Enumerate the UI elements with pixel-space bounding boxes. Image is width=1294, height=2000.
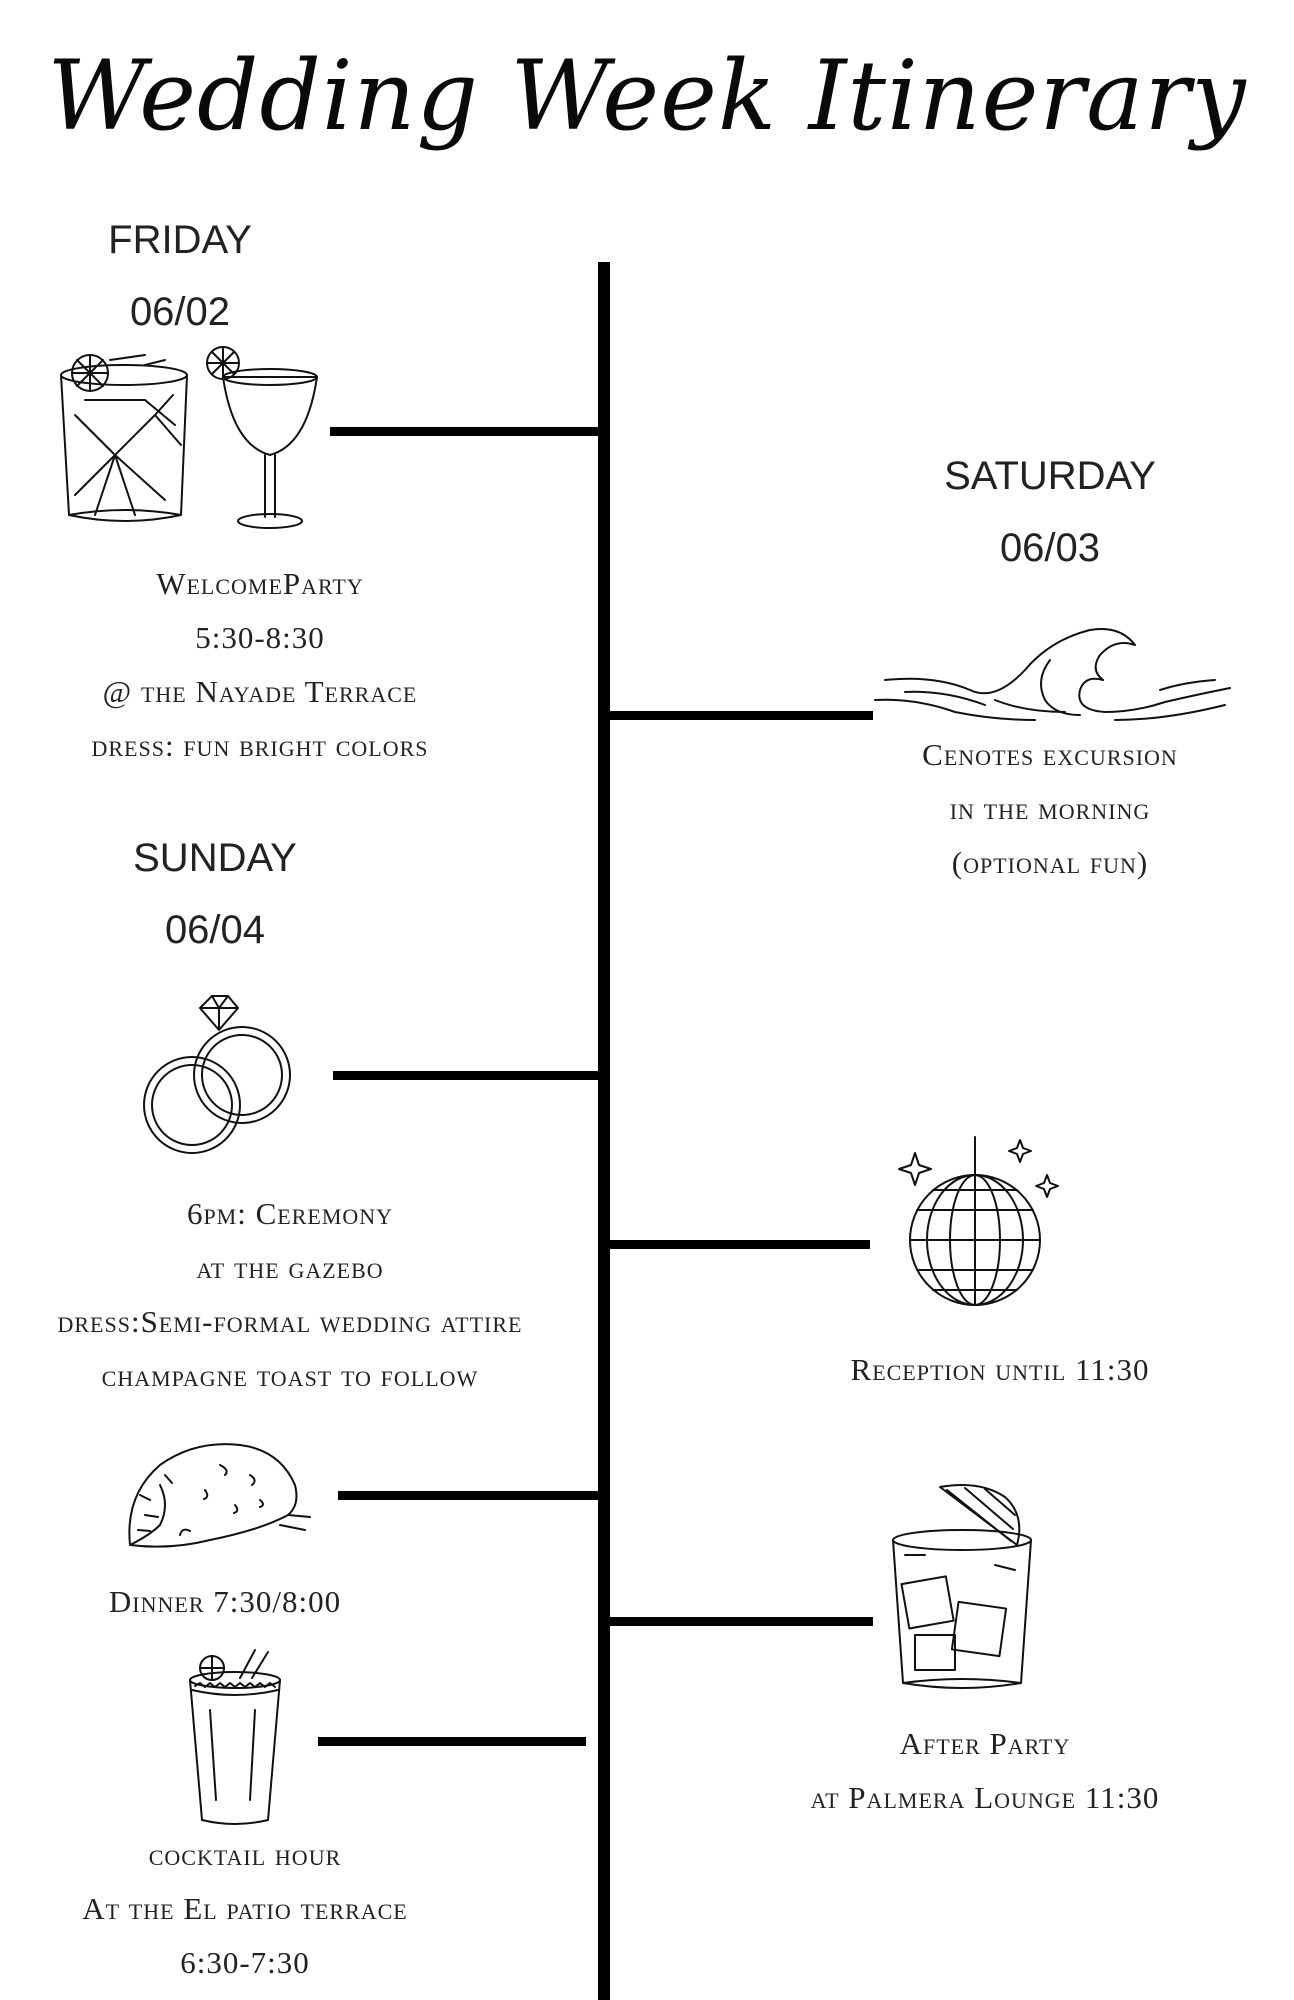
afterparty-event-block: After Party at Palmera Lounge 11:30 <box>770 1717 1200 1825</box>
cocktail-line-3: 6:30-7:30 <box>180 1945 310 1980</box>
saturday-event-block: Cenotes excursion in the morning (option… <box>830 728 1270 890</box>
ceremony-line-3: dress:Semi-formal wedding attire <box>57 1304 523 1339</box>
friday-event-block: WelcomeParty 5:30-8:30 @ the Nayade Terr… <box>30 557 490 773</box>
timeline-branch-reception <box>608 1240 870 1249</box>
sunday-date-label: 06/04 <box>164 908 266 952</box>
timeline-branch-friday <box>330 427 600 436</box>
timeline-branch-ceremony <box>333 1071 600 1080</box>
sunday-heading: SUNDAY 06/04 <box>95 822 335 966</box>
disco-ball-icon <box>898 1136 1059 1306</box>
saturday-date-label: 06/03 <box>999 526 1101 570</box>
timeline-branch-dinner <box>338 1491 600 1500</box>
friday-event-line-4: dress: fun bright colors <box>91 728 429 763</box>
ceremony-event-block: 6pm: Ceremony at the gazebo dress:Semi-f… <box>20 1187 560 1403</box>
ceremony-line-2: at the gazebo <box>196 1250 384 1285</box>
timeline-branch-saturday <box>608 711 873 720</box>
friday-event-line-1: WelcomeParty <box>156 566 364 601</box>
timeline-branch-afterparty <box>608 1617 873 1626</box>
page-title: Wedding Week Itinerary <box>47 40 1247 152</box>
reception-event-block: Reception until 11:30 <box>800 1343 1200 1397</box>
old-fashioned-glass-icon <box>892 1484 1032 1689</box>
friday-heading: FRIDAY 06/02 <box>60 204 300 348</box>
saturday-day-label: SATURDAY <box>944 454 1156 498</box>
wave-icon <box>874 628 1231 721</box>
saturday-event-line-3: (optional fun) <box>951 845 1149 880</box>
taco-icon <box>128 1443 311 1548</box>
afterparty-line-1: After Party <box>899 1726 1071 1761</box>
cocktail-line-1: cocktail hour <box>148 1837 342 1872</box>
friday-date-label: 06/02 <box>129 290 231 334</box>
cocktail-line-2: At the El patio terrace <box>82 1891 408 1926</box>
afterparty-line-2: at Palmera Lounge 11:30 <box>810 1780 1160 1815</box>
wedding-rings-icon <box>143 995 291 1154</box>
friday-day-label: FRIDAY <box>108 218 252 262</box>
michelada-icon <box>189 1649 281 1825</box>
reception-line-1: Reception until 11:30 <box>850 1352 1150 1387</box>
dinner-event-block: Dinner 7:30/8:00 <box>60 1575 390 1629</box>
saturday-event-line-1: Cenotes excursion <box>922 737 1178 772</box>
ceremony-line-1: 6pm: Ceremony <box>186 1196 394 1231</box>
sunday-day-label: SUNDAY <box>133 836 297 880</box>
saturday-event-line-2: in the morning <box>949 791 1151 826</box>
ceremony-line-4: champagne toast to follow <box>101 1358 479 1393</box>
cocktail-event-block: cocktail hour At the El patio terrace 6:… <box>40 1828 450 1990</box>
cocktail-glasses-icon <box>60 346 318 529</box>
friday-event-line-3: @ the Nayade Terrace <box>102 674 418 709</box>
dinner-line-1: Dinner 7:30/8:00 <box>108 1584 342 1619</box>
friday-event-line-2: 5:30-8:30 <box>195 620 325 655</box>
saturday-heading: SATURDAY 06/03 <box>900 440 1200 584</box>
timeline-spine <box>598 262 610 2000</box>
timeline-branch-cocktail <box>318 1737 586 1746</box>
